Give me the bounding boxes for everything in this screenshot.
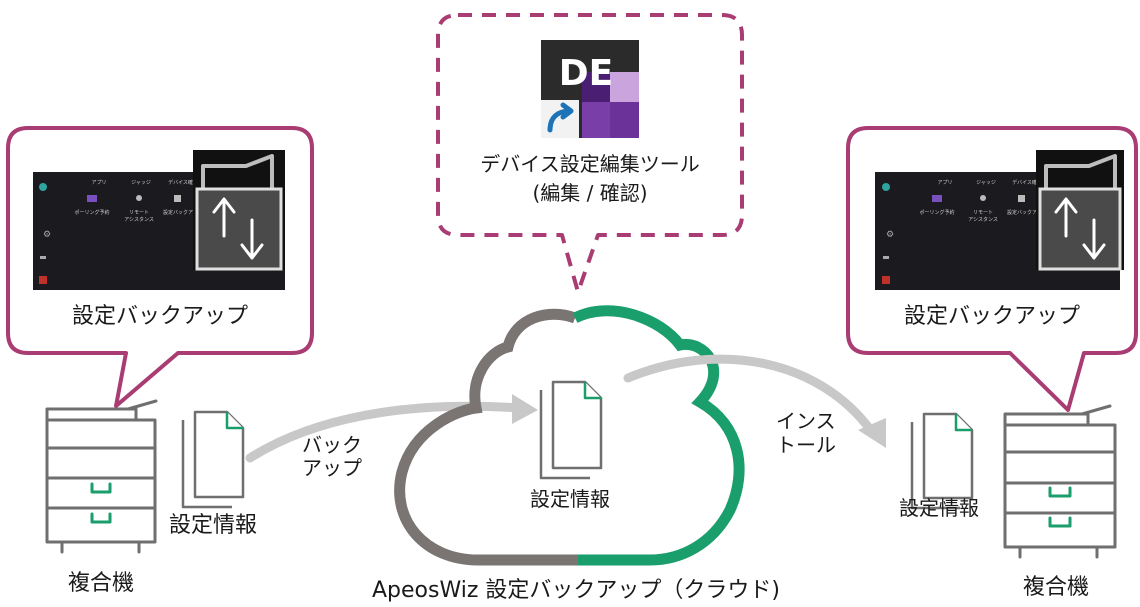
tool-subtitle: (編集 / 確認)	[532, 181, 647, 205]
screen-app-remote-1: リモート	[129, 210, 149, 216]
install-label-line1: インス	[776, 409, 836, 433]
arrow-up-icon	[212, 197, 236, 238]
gear-icon: ⚙	[886, 230, 894, 240]
right-backup-icon	[1036, 150, 1124, 271]
install-label-line2: トール	[776, 433, 836, 457]
home-icon	[882, 183, 890, 191]
backup-label-line2: アップ	[302, 456, 362, 480]
tool-callout: DE デバイス設定編集ツール (編集 / 確認)	[436, 13, 744, 294]
cloud-file-label: 設定情報	[530, 487, 610, 511]
right-file-icon	[910, 412, 974, 510]
screen-tab-apps: アプリ	[937, 180, 952, 186]
arrow-down-icon	[1082, 218, 1106, 260]
de-app-icon: DE	[541, 40, 639, 138]
arrow-down-icon	[240, 218, 264, 260]
left-backup-icon	[193, 150, 285, 271]
tool-name: デバイス設定編集ツール	[480, 152, 699, 176]
home-icon	[39, 183, 47, 191]
gear-icon: ⚙	[43, 230, 51, 240]
cloud-shape	[394, 305, 745, 566]
left-device-label: 複合機	[68, 571, 134, 596]
screen-app-polling: ポーリング予約	[919, 209, 954, 216]
screen-app-polling: ポーリング予約	[74, 209, 109, 216]
screen-tab-apps: アプリ	[91, 180, 106, 186]
backup-app-icon	[174, 195, 181, 202]
polling-app-icon	[932, 195, 942, 202]
install-arrow-head	[858, 418, 886, 448]
left-file-icon	[181, 410, 245, 509]
menu-icon	[40, 256, 46, 259]
screen-app-remote-1: リモート	[973, 210, 993, 216]
right-mfp-icon	[1003, 404, 1117, 559]
backup-app-icon	[1018, 195, 1025, 202]
screen-app-backup: 設定バックア	[1007, 209, 1037, 216]
menu-icon	[883, 256, 889, 259]
backup-arrow-head	[512, 394, 538, 424]
de-icon-text: DE	[559, 53, 613, 94]
cloud-file-icon	[539, 380, 603, 480]
polling-app-icon	[87, 195, 97, 202]
tool-callout-bubble	[436, 13, 744, 294]
shortcut-icon	[541, 100, 579, 138]
backup-label-line1: バック	[302, 433, 362, 457]
arrow-up-icon	[1054, 197, 1078, 238]
cloud-caption: ApeosWiz 設定バックアップ（クラウド)	[372, 578, 780, 603]
right-device-label: 複合機	[1023, 575, 1089, 600]
screen-tab-jobs: ジャッジ	[976, 180, 996, 186]
screen-tab-device: デバイス確認	[1012, 179, 1042, 186]
screen-app-backup: 設定バックア	[163, 209, 193, 216]
screen-tab-device: デバイス確認	[168, 179, 198, 186]
remote-app-icon	[136, 195, 142, 201]
right-callout: アプリ ジャッジ デバイス確認 ポーリング予約 リモート アシスタンス 設定バッ…	[846, 126, 1138, 412]
left-callout-label: 設定バックアップ	[72, 304, 248, 329]
right-callout-label: 設定バックアップ	[904, 304, 1080, 329]
remote-app-icon	[980, 195, 986, 201]
stop-icon	[882, 276, 890, 284]
left-mfp-icon	[45, 399, 158, 554]
left-file-label: 設定情報	[169, 513, 257, 538]
screen-tab-jobs: ジャッジ	[131, 180, 151, 186]
backup-arrow	[245, 401, 525, 463]
screen-app-remote-2: アシスタンス	[968, 216, 998, 223]
screen-app-remote-2: アシスタンス	[124, 216, 154, 223]
install-arrow	[623, 354, 877, 437]
stop-icon	[39, 276, 47, 284]
right-file-label: 設定情報	[899, 496, 979, 520]
left-callout: アプリ ジャッジ デバイス確認 ポーリング予約 リモート アシスタンス 設定バッ…	[6, 126, 314, 408]
